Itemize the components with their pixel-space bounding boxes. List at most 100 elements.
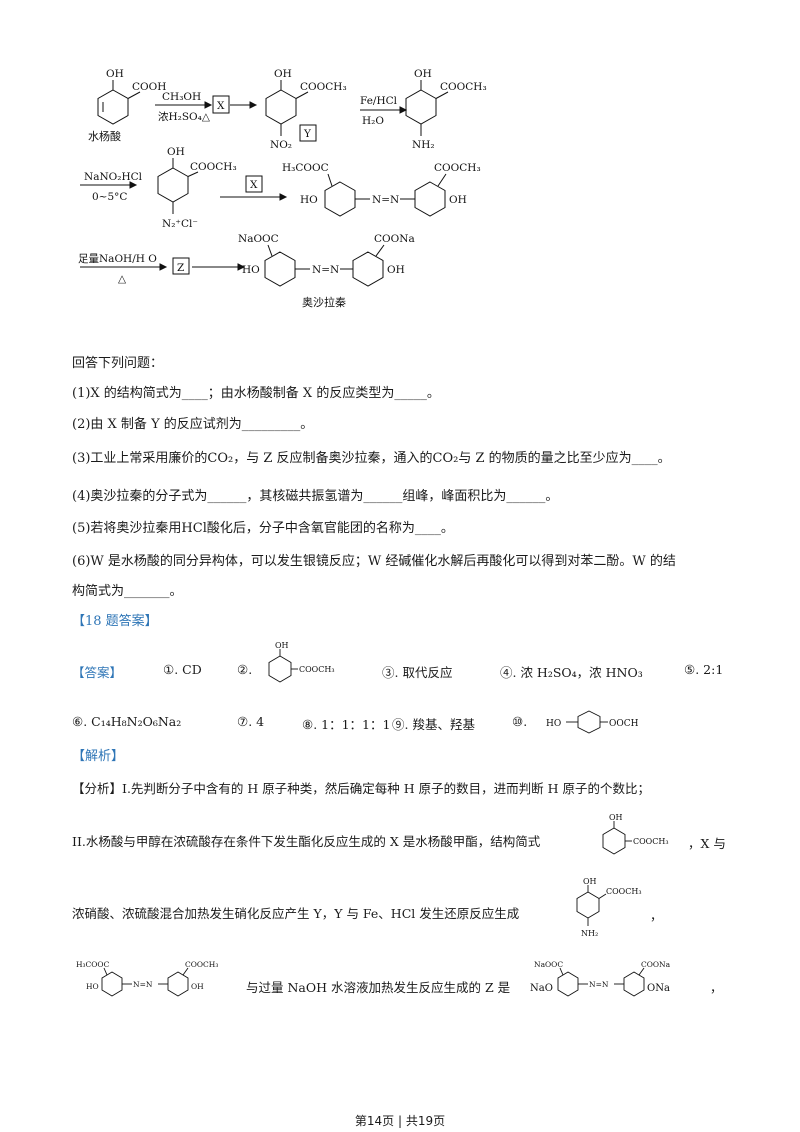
question-6-line-2: 构简式为_______。	[72, 584, 183, 599]
label-oh: OH	[609, 813, 623, 822]
label-cooch3: COOCH₃	[633, 837, 669, 846]
box-x-label: X	[217, 100, 225, 112]
olsalazine-label: 奥沙拉秦	[302, 295, 346, 309]
answer-1: ①. CD	[163, 662, 202, 677]
label-azo: N=N	[372, 194, 399, 206]
label-ho: HO	[546, 719, 561, 729]
analysis-part-4: 与过量 NaOH 水溶液加热发生反应生成的 Z 是	[246, 980, 511, 995]
label-oh: OH	[414, 68, 432, 80]
label-nh2: NH₂	[581, 929, 598, 938]
azo-ester-structure: H₃COOC HO N=N COOCH₃ OH	[76, 960, 218, 997]
answer-8: ⑧. 1：1：1：1	[302, 717, 391, 732]
question-2: (2)由 X 制备 Y 的反应试剂为_________。	[72, 417, 314, 432]
label-azo: N=N	[589, 980, 609, 989]
analysis-part-1: 【分析】I.先判断分子中含有的 H 原子种类，然后确定每种 H 原子的数目，进而…	[72, 781, 650, 796]
reagent-h2so4: 浓H₂SO₄△	[158, 111, 211, 123]
reaction-scheme: OH COOH 水杨酸 CH₃OH 浓H₂SO₄△ X OH COOCH₃ NO…	[78, 68, 487, 309]
label-cooh: COOH	[132, 81, 166, 93]
box-z	[172, 257, 190, 275]
label-azo: N=N	[133, 980, 153, 989]
label-oh: OH	[191, 982, 204, 991]
label-cooch3: COOCH₃	[190, 161, 237, 173]
reagent-fe-hcl: Fe/HCl	[360, 95, 398, 107]
label-no2: NO₂	[270, 139, 292, 151]
reagent-naoh: 足量NaOH/H O	[78, 253, 157, 265]
box-x-label: X	[250, 179, 258, 191]
label-h3cooc: H₃COOC	[76, 960, 110, 969]
analysis-part-2-tail: ，X 与	[688, 836, 726, 851]
box-z-label: Z	[177, 262, 184, 274]
label-ooch: OOCH	[609, 719, 639, 729]
label-coona: COONa	[374, 233, 415, 245]
benzene-ring	[264, 251, 296, 287]
reaction-temp: 0~5°C	[92, 191, 127, 203]
answer-10: ⑩.	[512, 714, 528, 729]
box-y	[299, 124, 317, 142]
label-oh: OH	[275, 641, 289, 650]
benzene-ring	[324, 181, 356, 217]
label-cooch3: COOCH₃	[440, 81, 487, 93]
box-y-label: Y	[303, 128, 312, 140]
question-1: (1)X 的结构简式为____；由水杨酸制备 X 的反应类型为_____。	[72, 386, 440, 401]
answer-5: ⑤. 2:1	[684, 662, 724, 677]
label-azo: N=N	[312, 264, 339, 276]
reagent-nano2: NaNO₂HCl	[84, 171, 143, 183]
answer-10-structure: HO OOCH	[546, 710, 639, 734]
label-cooch3: COOCH₃	[300, 81, 347, 93]
question-5: (5)若将奥沙拉秦用HCl酸化后，分子中含氧官能团的名称为____。	[72, 521, 454, 536]
answer-heading: 【18 题答案】	[72, 614, 158, 629]
answer-label: 【答案】	[72, 665, 123, 680]
heat-symbol: △	[118, 273, 127, 285]
label-naooc: NaOOC	[534, 960, 563, 969]
page-footer: 第14页 | 共19页	[354, 1114, 446, 1128]
label-cooch3: COOCH₃	[299, 665, 335, 674]
label-oh: OH	[583, 877, 597, 886]
label-cooch3: COOCH₃	[185, 960, 218, 969]
benzene-ring	[265, 89, 297, 125]
amino-ester-structure: OH COOCH₃ NH₂	[576, 877, 642, 938]
questions-intro: 回答下列问题：	[72, 356, 164, 371]
label-ho: HO	[86, 982, 99, 991]
answer-2-structure: OH COOCH₃	[268, 641, 335, 683]
reagent-h2o: H₂O	[362, 115, 384, 127]
label-ho: HO	[242, 264, 260, 276]
answer-3: ③. 取代反应	[382, 665, 453, 680]
answer-2: ②.	[237, 662, 253, 677]
analysis-part-3-tail: ，	[650, 908, 663, 923]
label-naooc: NaOOC	[238, 233, 279, 245]
analysis-part-2: II.水杨酸与甲醇在浓硫酸存在条件下发生酯化反应生成的 X 是水杨酸甲酯，结构简…	[72, 834, 541, 849]
answer-7: ⑦. 4	[237, 714, 265, 729]
benzene-ring	[414, 181, 446, 217]
benzene-ring	[157, 167, 189, 203]
benzene-ring	[405, 89, 437, 125]
reagent-ch3oh: CH₃OH	[162, 91, 201, 103]
answer-6: ⑥. C₁₄H₈N₂O₆Na₂	[72, 714, 182, 729]
label-ona: ONa	[647, 983, 670, 994]
label-nao: NaO	[530, 983, 553, 994]
label-oh: OH	[449, 194, 467, 206]
label-ho: HO	[300, 194, 318, 206]
label-oh: OH	[167, 146, 185, 158]
label-diazonium: N₂⁺Cl⁻	[162, 218, 198, 230]
label-h3cooc: H₃COOC	[282, 162, 329, 174]
label-oh: OH	[106, 68, 124, 80]
question-4: (4)奥沙拉秦的分子式为______，其核磁共振氢谱为______组峰，峰面积比…	[72, 489, 559, 504]
analysis-heading: 【解析】	[72, 749, 125, 764]
label-cooch3: COOCH₃	[434, 162, 481, 174]
question-6-line-1: (6)W 是水杨酸的同分异构体，可以发生银镜反应；W 经碱催化水解后再酸化可以得…	[72, 554, 676, 569]
methyl-salicylate-structure: OH COOCH₃	[602, 813, 669, 855]
z-structure: NaOOC NaO N=N COONa ONa	[530, 960, 671, 997]
analysis-part-3: 浓硝酸、浓硫酸混合加热发生硝化反应产生 Y，Y 与 Fe、HCl 发生还原反应生…	[72, 906, 520, 921]
answer-4: ④. 浓 H₂SO₄，浓 HNO₃	[500, 665, 643, 680]
box-x	[212, 95, 230, 114]
label-coona: COONa	[641, 960, 671, 969]
label-oh: OH	[274, 68, 292, 80]
label-oh: OH	[387, 264, 405, 276]
box-x	[245, 175, 263, 193]
label-cooch3: COOCH₃	[606, 887, 642, 896]
benzene-ring	[352, 251, 384, 287]
salicylic-acid-label: 水杨酸	[88, 129, 121, 143]
question-3: (3)工业上常采用廉价的CO₂，与 Z 反应制备奥沙拉秦，通入的CO₂与 Z 的…	[72, 451, 671, 466]
label-nh2: NH₂	[412, 139, 435, 151]
